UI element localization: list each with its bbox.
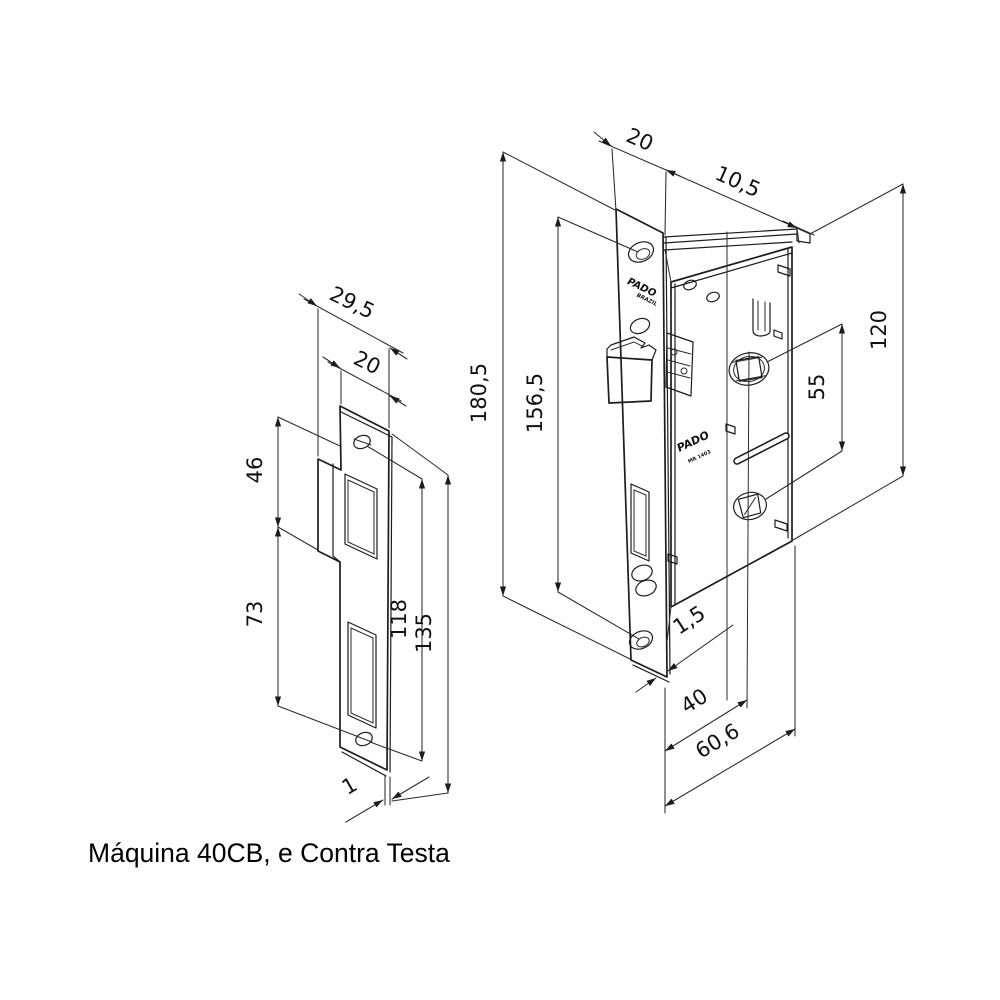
dim-strike-thickness: 1 bbox=[338, 772, 430, 823]
faceplate-oval-hole bbox=[629, 317, 651, 335]
faceplate-adjust-holes bbox=[631, 564, 657, 597]
dim-label-faceplate-height: 180,5 bbox=[467, 363, 491, 423]
dim-label-faceplate-width: 20 bbox=[623, 123, 657, 156]
dim-label-top-offset: 10,5 bbox=[712, 161, 764, 202]
dim-label-strike-mid-section: 73 bbox=[243, 601, 267, 628]
case-diagonal-slot bbox=[733, 432, 790, 465]
strike-plate-bottom-edge bbox=[341, 751, 387, 777]
case-hole-1 bbox=[683, 279, 697, 291]
latch-bolt bbox=[606, 336, 657, 404]
dim-label-strike-width-plate: 20 bbox=[350, 346, 385, 379]
strike-plate-edge bbox=[340, 411, 393, 773]
case-outline bbox=[670, 246, 793, 608]
case-tab-upper bbox=[773, 329, 783, 340]
dim-label-faceplate-hole-span: 156,5 bbox=[523, 373, 547, 433]
dim-lock-top-chain: 20 10,5 bbox=[593, 123, 815, 244]
dim-strike-height-total: 135 bbox=[391, 433, 452, 802]
dim-strike-hole-span: 118 bbox=[366, 445, 426, 762]
dim-strike-sections: 46 73 bbox=[243, 416, 360, 738]
case-hole-2 bbox=[706, 291, 720, 303]
case-logo-sub-text: MR 1403 bbox=[687, 449, 712, 465]
faceplate-edge bbox=[665, 236, 671, 675]
dim-backset-depth: 40 60,6 bbox=[664, 545, 796, 814]
dim-hub-span: 55 bbox=[765, 323, 846, 500]
handle-hub bbox=[728, 352, 770, 386]
strike-latch-hole bbox=[344, 473, 378, 560]
case-tab-bottom-left bbox=[667, 553, 678, 565]
dim-label-hub-span: 55 bbox=[805, 374, 829, 401]
dim-faceplate-thickness: 1,5 bbox=[635, 601, 734, 693]
case-u-cutout bbox=[752, 298, 771, 337]
case-tab-mid bbox=[725, 423, 736, 435]
strike-top-screw-hole bbox=[353, 434, 372, 450]
dim-label-backset: 40 bbox=[677, 684, 712, 719]
dim-label-strike-height-total: 135 bbox=[412, 613, 436, 653]
dim-label-strike-top-section: 46 bbox=[243, 457, 267, 484]
case-tab-top bbox=[777, 264, 791, 277]
strike-bottom-screw-hole bbox=[355, 731, 373, 747]
case-connectors bbox=[664, 249, 672, 643]
lock-body-view: PADO BRAZIL bbox=[467, 123, 907, 814]
dim-faceplate-height: 180,5 bbox=[467, 151, 631, 660]
dim-label-strike-hole-span: 118 bbox=[387, 599, 411, 639]
hub-axis-line bbox=[746, 351, 750, 709]
dim-strike-width-plate: 20 bbox=[322, 346, 407, 407]
faceplate-deadbolt-slot bbox=[630, 483, 650, 562]
top-mounting-strip bbox=[663, 227, 811, 251]
faceplate-top-screw-hole bbox=[627, 241, 655, 263]
dim-label-faceplate-thickness: 1,5 bbox=[669, 601, 710, 639]
dim-label-case-depth: 60,6 bbox=[691, 719, 743, 764]
dim-label-case-height: 120 bbox=[867, 310, 891, 350]
dim-case-height: 120 bbox=[792, 183, 907, 541]
faceplate-bottom-edge bbox=[632, 664, 670, 683]
case-tab-lower bbox=[774, 519, 788, 532]
faceplate-bottom-screw-hole bbox=[628, 630, 654, 650]
strike-plate-outline bbox=[317, 405, 390, 771]
case-top-edge bbox=[670, 252, 793, 289]
key-hub bbox=[733, 491, 767, 521]
dim-label-strike-thickness: 1 bbox=[338, 772, 362, 799]
drawing-caption: Máquina 40CB, e Contra Testa bbox=[88, 838, 450, 868]
dim-faceplate-hole-span: 156,5 bbox=[523, 216, 640, 640]
latch-spring-box bbox=[665, 332, 694, 397]
strike-plate-view: 29,5 20 46 73 118 bbox=[243, 282, 452, 823]
strike-plate-lip-fold bbox=[332, 463, 341, 563]
faceplate-outline bbox=[615, 208, 668, 678]
strike-deadbolt-hole bbox=[347, 621, 377, 729]
dim-label-strike-width-total: 29,5 bbox=[326, 282, 379, 324]
